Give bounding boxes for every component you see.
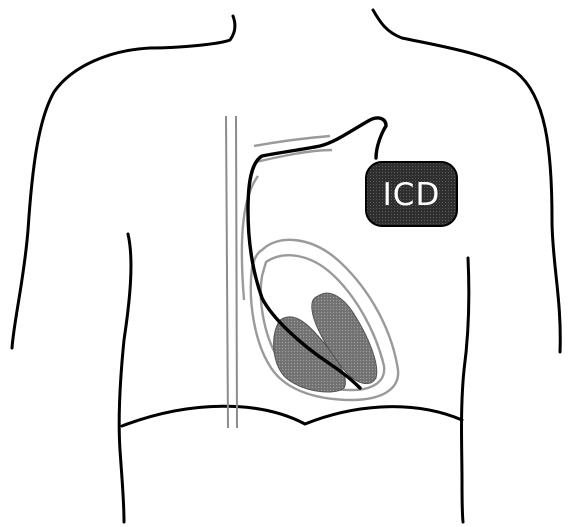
ventricles: [274, 293, 377, 392]
icd-device: ICD: [366, 162, 457, 226]
waist-line: [122, 406, 462, 426]
neck-left-line: [12, 16, 235, 348]
left-arm-inner-line: [119, 234, 131, 522]
sternum-lines: [226, 116, 237, 428]
torso-outline: [12, 10, 560, 522]
right-arm-inner-line: [462, 258, 469, 522]
icd-label: ICD: [383, 177, 441, 213]
vein-outer: [254, 136, 330, 146]
